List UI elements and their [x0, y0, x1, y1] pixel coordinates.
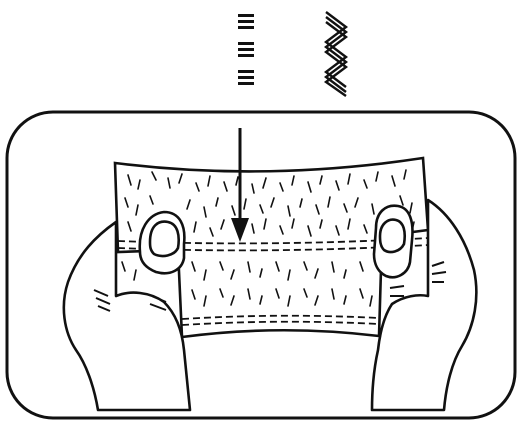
triple-straight-stitch-icon — [238, 14, 254, 85]
triple-zigzag-stitch-icon — [326, 12, 346, 96]
